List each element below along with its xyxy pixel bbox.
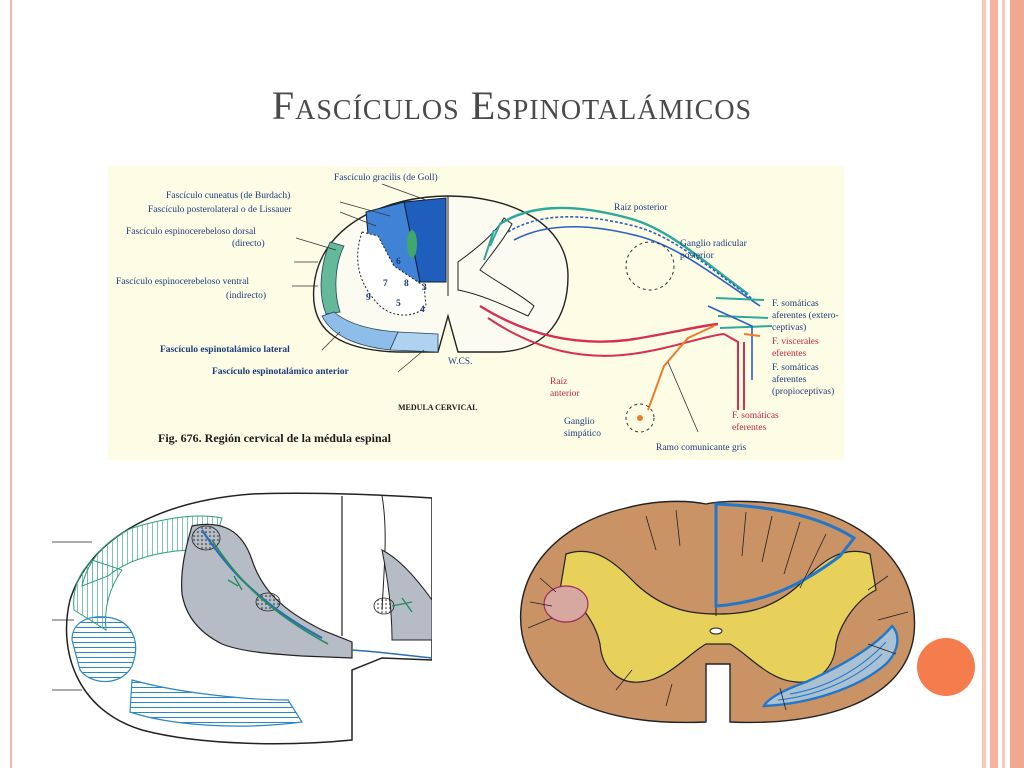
label-espinocerebeloso-ventral: Fascículo espinocerebeloso ventral xyxy=(116,277,249,287)
gray-number-3: 3 xyxy=(422,283,427,293)
label-ganglio-simpatico: Ganglio xyxy=(564,417,595,427)
right-strip-4 xyxy=(1010,0,1024,768)
label-ganglio-radicular: Ganglio radicular xyxy=(680,239,748,249)
label-raiz-anterior: Raíz xyxy=(550,377,567,387)
label-f-somaticas-propio: F. somáticas xyxy=(772,363,819,373)
label-raiz-posterior: Raíz posterior xyxy=(614,203,668,213)
slide-title: Fascículos Espinotalámicos xyxy=(271,83,753,128)
label-ganglio-radicular-2: posterior xyxy=(680,251,715,261)
label-ganglio-simpatico-2: simpático xyxy=(564,429,601,439)
diagram-spinothalamic-left-drawing xyxy=(52,492,433,745)
gray-number-8: 8 xyxy=(404,279,409,289)
label-gracilis: Fascículo gracilis (de Goll) xyxy=(334,172,438,183)
diagram-spinothalamic-left xyxy=(52,490,433,750)
gray-number-4: 4 xyxy=(420,305,425,315)
label-exteroceptivas-1: aferentes (extero- xyxy=(772,310,839,321)
right-strip-2 xyxy=(990,0,998,768)
label-f-somaticas-eferentes: F. somáticas xyxy=(732,411,779,421)
right-strip-3 xyxy=(1002,0,1005,768)
gray-number-9: 9 xyxy=(366,293,371,303)
label-somaticas-eferentes-2: eferentes xyxy=(732,422,767,433)
figure-cervical-cord: 6 7 8 9 3 5 4 Fascículo gracilis (de Gol… xyxy=(108,166,844,460)
label-espinotalamico-lateral: Fascículo espinotalámico lateral xyxy=(160,345,290,355)
diagram-spinothalamic-right xyxy=(516,494,920,738)
label-cuneatus: Fascículo cuneatus (de Burdach) xyxy=(166,190,290,201)
label-espinotalamico-anterior: Fascículo espinotalámico anterior xyxy=(212,367,349,377)
gray-number-7: 7 xyxy=(383,279,388,289)
diagram-spinothalamic-right-drawing xyxy=(520,500,916,724)
figure-signature: W.CS. xyxy=(448,357,472,367)
left-rule xyxy=(10,0,12,768)
right-strip-1 xyxy=(982,0,986,768)
label-espinocerebeloso-dorsal: Fascículo espinocerebeloso dorsal xyxy=(126,227,256,237)
figure-cervical-cord-drawing: 6 7 8 9 3 5 4 Fascículo gracilis (de Gol… xyxy=(116,172,839,453)
gray-number-6: 6 xyxy=(396,257,401,267)
figure-caption: Fig. 676. Región cervical de la médula e… xyxy=(158,431,392,445)
label-propioceptivas: (propioceptivas) xyxy=(772,386,834,397)
label-raiz-anterior-2: anterior xyxy=(550,389,580,399)
label-f-somaticas-aferentes: F. somáticas xyxy=(772,299,819,309)
label-viscerales-eferentes: eferentes xyxy=(772,348,807,359)
gray-number-5: 5 xyxy=(396,299,401,309)
label-ramo-comunicante: Ramo comunicante gris xyxy=(656,443,747,453)
label-indirecto: (indirecto) xyxy=(226,290,266,301)
label-directo: (directo) xyxy=(232,238,265,249)
label-exteroceptivas-2: ceptivas) xyxy=(772,322,806,333)
label-lissauer: Fascículo posterolateral o de Lissauer xyxy=(148,205,292,215)
label-propio-aferentes: aferentes xyxy=(772,374,807,385)
accent-circle xyxy=(917,638,975,696)
label-f-viscerales: F. viscerales xyxy=(772,337,819,347)
figure-sublabel: MEDULA CERVICAL xyxy=(398,403,478,412)
